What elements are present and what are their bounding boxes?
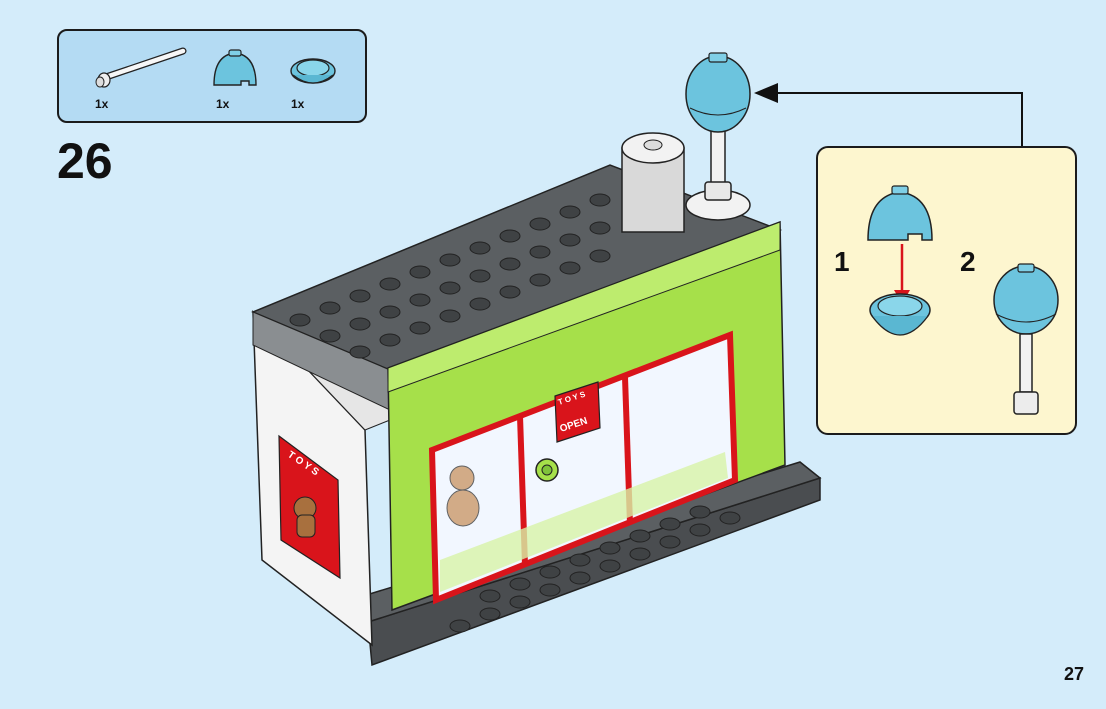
bar-with-stopper-icon (95, 47, 187, 88)
open-sign: T O Y S OPEN (554, 381, 601, 443)
step-number: 26 (57, 133, 113, 189)
sub-step-1-number: 1 (834, 246, 850, 277)
dome-top-icon (867, 185, 933, 241)
page-number: 27 (1063, 664, 1084, 684)
dome-bottom-icon (290, 58, 336, 84)
callout-box: 1 2 (816, 146, 1077, 435)
dome-top-icon (213, 49, 257, 86)
callout-pointer-arrow (770, 92, 1023, 146)
parts-list-box: 1x 1x 1x (57, 29, 367, 123)
part-qty-bar: 1x (95, 97, 109, 111)
arrowhead-icon (754, 83, 778, 103)
front-studs (449, 505, 741, 633)
part-qty-dome-bottom: 1x (291, 97, 305, 111)
assembled-balloon-icon (993, 263, 1059, 415)
roof-studs (289, 193, 611, 359)
dome-bottom-icon (869, 293, 931, 336)
balloon-lamp (685, 52, 751, 201)
toys-poster: T O Y S (278, 434, 341, 580)
part-qty-dome-top: 1x (216, 97, 230, 111)
sub-step-2-number: 2 (960, 246, 976, 277)
teddy-bear (446, 465, 480, 527)
